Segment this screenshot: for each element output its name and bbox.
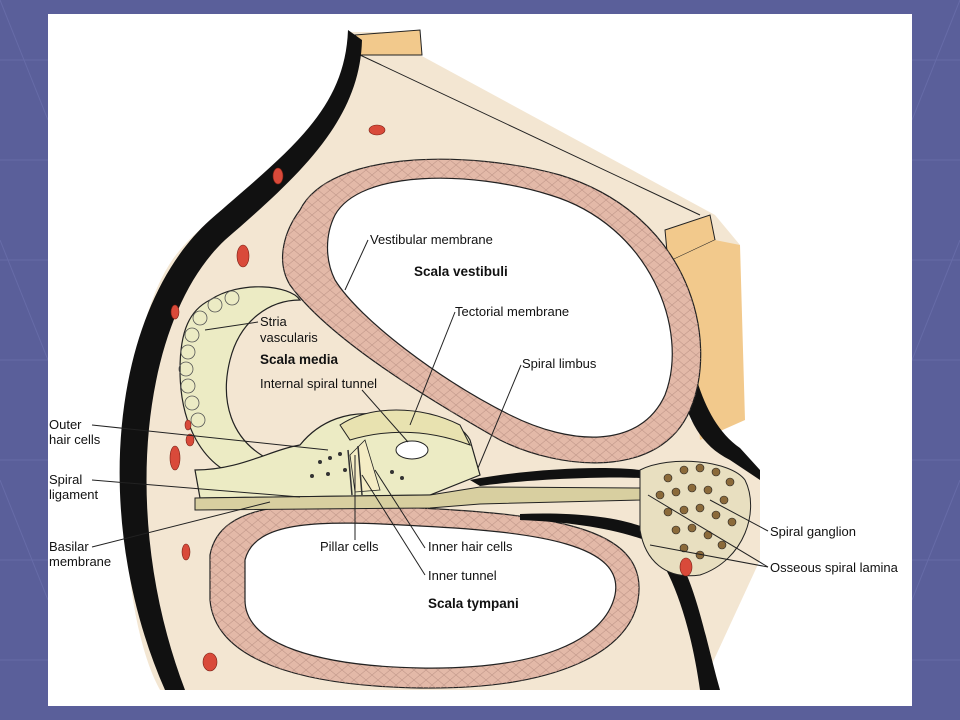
lower-dark-wall [640,520,720,690]
label-inner-hair-cells: Inner hair cells [428,539,513,554]
cochlea-cross-section-diagram: Vestibular membrane Scala vestibuli Tect… [49,29,899,690]
label-pillar-cells: Pillar cells [320,539,379,554]
ganglion-cells [655,463,737,560]
label-internal-spiral-tunnel: Internal spiral tunnel [260,376,377,391]
label-scala-tympani: Scala tympani [428,596,519,611]
label-spiral-ganglion: Spiral ganglion [770,524,856,539]
bone-edge-line [359,54,701,216]
label-scala-vestibuli: Scala vestibuli [414,264,508,279]
scala-tympani-space [244,522,617,669]
label-inner-tunnel: Inner tunnel [428,568,497,583]
label-stria-line2: vascularis [260,330,318,345]
blood-vessels [169,124,693,672]
leader-lines [91,239,769,576]
label-outer-hair-line1: Outer [49,417,82,432]
tectorial-membrane [339,409,472,446]
stria-vascularis [179,286,302,481]
scala-vestibuli-space [326,177,673,438]
diagram-panel: Vestibular membrane Scala vestibuli Tect… [48,14,912,706]
label-spiral-ligament-line2: ligament [49,487,99,502]
label-basilar-line2: membrane [49,554,111,569]
label-outer-hair-line2: hair cells [49,432,101,447]
stria-cell-row [178,290,240,428]
label-scala-media: Scala media [260,352,339,367]
label-spiral-limbus: Spiral limbus [522,356,597,371]
label-osseous-spiral-lamina: Osseous spiral lamina [770,560,899,575]
spiral-limbus-dark [470,468,640,486]
label-basilar-line1: Basilar [49,539,89,554]
internal-spiral-tunnel [395,440,429,460]
hair-cells [310,452,404,480]
label-vestibular-membrane: Vestibular membrane [370,232,493,247]
inner-tunnel-shape [349,439,381,493]
osseous-lamina-dark [520,513,650,540]
pillar-cells-shape [347,445,363,496]
label-spiral-ligament-line1: Spiral [49,472,82,487]
bone-cut-top [354,29,423,56]
outer-dark-wall [119,30,362,690]
label-tectorial-membrane: Tectorial membrane [455,304,569,319]
label-stria-line1: Stria [260,314,288,329]
